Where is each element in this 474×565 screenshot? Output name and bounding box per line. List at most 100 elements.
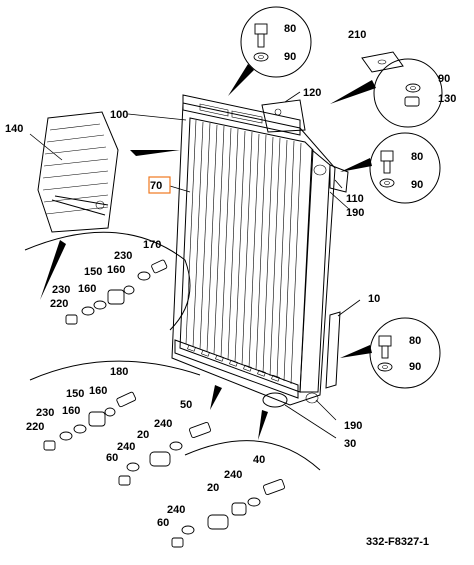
label-190: 190 xyxy=(346,207,364,219)
label-160: 160 xyxy=(107,264,125,276)
bolt xyxy=(189,421,211,439)
top-tank-slot xyxy=(231,110,263,124)
label-100: 100 xyxy=(110,109,128,121)
washer-hole xyxy=(382,365,388,369)
washer xyxy=(104,407,116,417)
label-60: 60 xyxy=(106,452,118,464)
nut xyxy=(43,440,56,451)
bolt xyxy=(263,478,285,496)
plate-210 xyxy=(361,51,404,73)
label-90: 90 xyxy=(409,361,421,373)
label-140: 140 xyxy=(5,123,23,135)
washer xyxy=(377,362,393,372)
washer xyxy=(253,52,269,62)
label-170: 170 xyxy=(143,239,161,251)
label-220: 220 xyxy=(50,298,68,310)
side-bracket xyxy=(329,164,349,193)
label-160: 160 xyxy=(89,385,107,397)
bolt-shank xyxy=(383,160,391,174)
bolt xyxy=(151,259,168,274)
label-230: 230 xyxy=(36,407,54,419)
washer xyxy=(73,424,87,434)
plate-slot xyxy=(377,59,387,65)
bottom-bracket xyxy=(262,392,288,408)
label-90: 90 xyxy=(284,51,296,63)
bolt-shank xyxy=(381,345,389,359)
bottom-mount xyxy=(305,392,319,404)
callout-circle-90-130 xyxy=(373,58,443,128)
label-160: 160 xyxy=(62,405,80,417)
callout-arc-left-upper xyxy=(24,231,191,331)
callout-mid-hardware xyxy=(379,150,395,188)
label-40: 40 xyxy=(253,454,265,466)
callout-left-upper-hardware xyxy=(65,259,168,325)
label-50: 50 xyxy=(180,399,192,411)
wedge xyxy=(130,150,180,156)
wedge xyxy=(258,410,268,440)
washer xyxy=(247,497,261,507)
label-150: 150 xyxy=(84,266,102,278)
callout-circle-80-90-low xyxy=(369,317,441,389)
wedge xyxy=(40,240,66,300)
label-130: 130 xyxy=(438,93,456,105)
nut xyxy=(171,537,184,548)
bush xyxy=(88,411,106,427)
bottom-rail-holes xyxy=(187,344,280,382)
spacer xyxy=(231,502,247,516)
label-20: 20 xyxy=(207,482,219,494)
callout-bottom-hardware xyxy=(171,478,285,548)
wedge xyxy=(340,158,372,172)
bush xyxy=(107,289,125,305)
callout-arc-left-lower xyxy=(29,360,201,381)
top-mount xyxy=(313,164,327,176)
washer xyxy=(123,285,135,295)
callout-circle-80-90-mid xyxy=(369,132,441,204)
bolt-head xyxy=(254,23,268,35)
label-110: 110 xyxy=(346,193,364,205)
wedge xyxy=(340,345,372,358)
leader-lines xyxy=(29,91,361,439)
label-160: 160 xyxy=(78,283,96,295)
side-plate xyxy=(325,311,341,389)
washer xyxy=(59,431,73,441)
panel-strut xyxy=(54,195,109,206)
washer-hole xyxy=(410,86,416,90)
label-240: 240 xyxy=(224,469,242,481)
top-tank-slot xyxy=(199,103,229,117)
spacer xyxy=(207,514,229,530)
label-150: 150 xyxy=(66,388,84,400)
callout-low-hardware xyxy=(377,335,393,372)
label-70: 70 xyxy=(150,180,162,192)
bracket-hole xyxy=(274,108,282,116)
callout-arc-bottom xyxy=(184,440,321,471)
bolt-shank xyxy=(257,33,265,48)
washer xyxy=(126,462,140,472)
callout-middle-hardware xyxy=(118,421,211,486)
bolt xyxy=(116,391,137,408)
washer xyxy=(181,525,195,535)
radiator-frame xyxy=(171,102,336,406)
detail-callout-outlines xyxy=(24,6,443,471)
label-10: 10 xyxy=(368,293,380,305)
label-80: 80 xyxy=(284,23,296,35)
wedge xyxy=(228,64,254,96)
callout-wedges xyxy=(40,64,376,440)
bolt-head xyxy=(380,150,394,162)
callout-circle-80-90-top xyxy=(240,6,312,78)
top-bracket xyxy=(261,99,306,133)
nut xyxy=(65,314,78,325)
washer-hole xyxy=(258,55,264,59)
panel-strut xyxy=(51,199,106,216)
label-230: 230 xyxy=(52,284,70,296)
washer xyxy=(137,271,151,281)
screen-panel-outline xyxy=(37,111,119,233)
panel-pivot xyxy=(95,200,105,210)
wedge xyxy=(210,385,222,410)
bolt-head xyxy=(378,335,392,347)
spacer xyxy=(149,451,171,467)
label-240: 240 xyxy=(117,441,135,453)
label-120: 120 xyxy=(303,87,321,99)
label-80: 80 xyxy=(409,335,421,347)
